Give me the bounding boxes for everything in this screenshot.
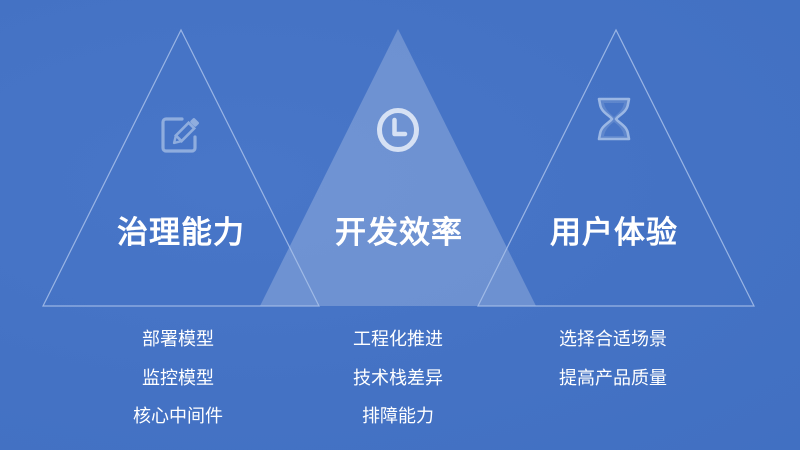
pillar-list-user-experience: 选择合适场景 提高产品质量 <box>559 321 667 398</box>
hourglass-icon <box>597 97 631 141</box>
list-item: 核心中间件 <box>133 406 223 427</box>
pillar-list-development-efficiency: 工程化推进 技术栈差异 排障能力 <box>353 321 443 437</box>
triangle-governance <box>42 28 320 307</box>
pillar-title-development-efficiency: 开发效率 <box>335 215 463 251</box>
clock-icon <box>377 108 419 152</box>
list-item: 监控模型 <box>142 367 214 389</box>
edit-icon <box>161 117 199 153</box>
list-item: 技术栈差异 <box>353 367 443 389</box>
pillar-list-governance: 部署模型 监控模型 核心中间件 <box>133 321 223 437</box>
pillar-title-user-experience: 用户体验 <box>550 215 678 251</box>
list-item: 排障能力 <box>362 406 434 427</box>
triangle-development-efficiency <box>260 29 536 306</box>
list-item: 部署模型 <box>142 329 214 350</box>
list-item: 提高产品质量 <box>559 367 667 389</box>
pillar-title-governance: 治理能力 <box>117 215 245 251</box>
list-item: 选择合适场景 <box>559 329 667 350</box>
triangle-user-experience <box>477 28 755 307</box>
list-item: 工程化推进 <box>353 329 443 350</box>
